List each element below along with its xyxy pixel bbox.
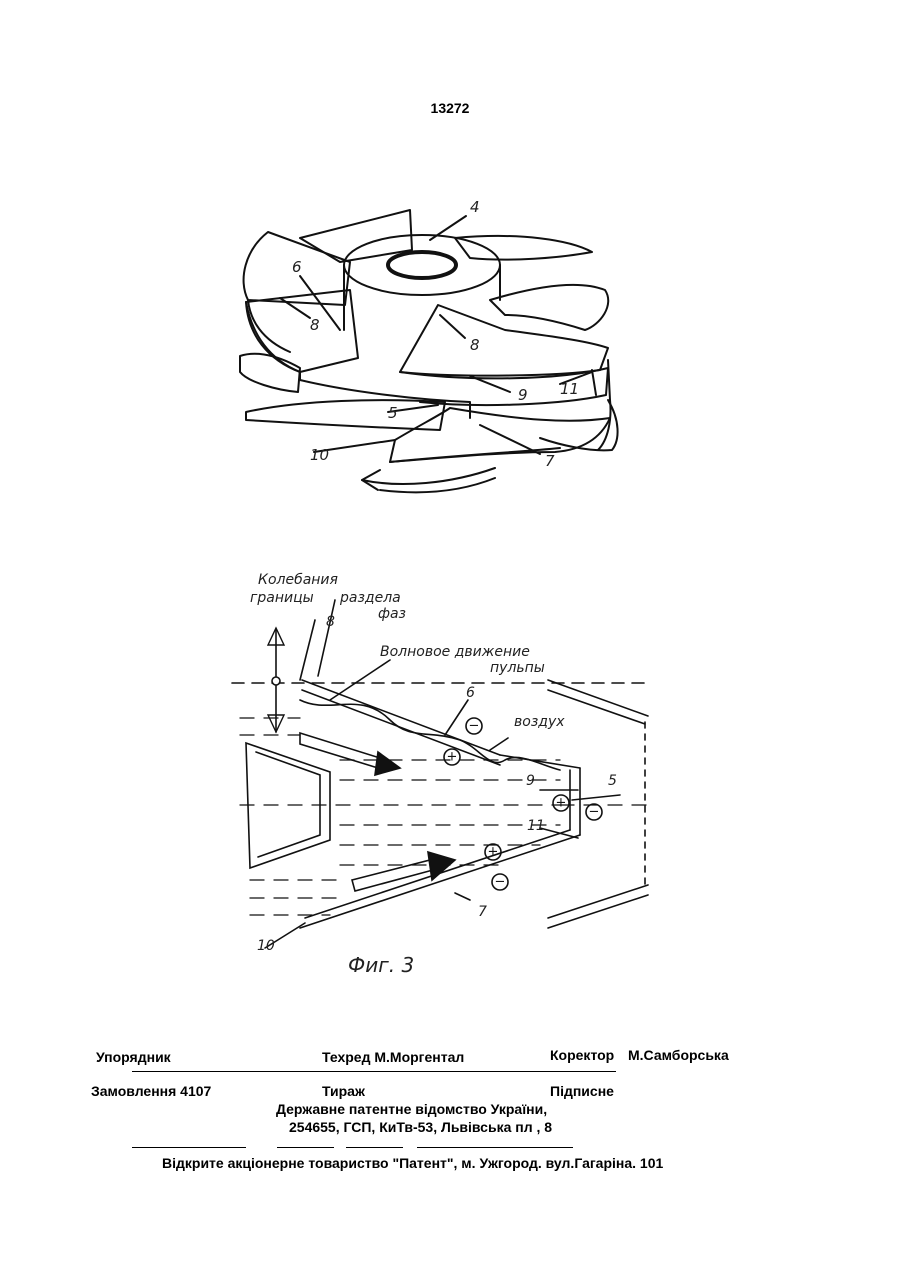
sign-plus-3: + <box>488 845 499 860</box>
annotation-oscillation-3: раздела <box>339 590 401 606</box>
annotation-air: воздух <box>514 714 565 730</box>
office-line-2: 254655, ГСП, КиТв-53, Львівська пл , 8 <box>289 1119 552 1135</box>
figure-caption: Фиг. 3 <box>348 953 414 977</box>
footer-rule-seg-3 <box>346 1147 403 1148</box>
corrector-name: М.Самборська <box>628 1047 729 1063</box>
figure-3-section-drawing: − + + − + − Колебания границы раздела фа… <box>0 0 900 1000</box>
footer-rule-seg-2 <box>277 1147 334 1148</box>
annotation-oscillation-1: Колебания <box>258 572 338 588</box>
footer-rule-top <box>132 1071 616 1072</box>
footer-rule-seg-1 <box>132 1147 246 1148</box>
annotation-wave-2: пульпы <box>490 660 545 676</box>
annotation-oscillation-4: фаз <box>378 606 406 622</box>
sign-minus-3: − <box>495 875 506 890</box>
sign-minus-2: − <box>589 805 600 820</box>
subscription-text: Підписне <box>550 1083 614 1099</box>
sign-plus-2: + <box>556 796 567 811</box>
footer-rule-seg-4 <box>417 1147 573 1148</box>
annotation-oscillation-2: границы <box>250 590 314 606</box>
sign-minus-1: − <box>469 719 480 734</box>
order-text: Замовлення 4107 <box>91 1083 211 1099</box>
number-9: 9 <box>526 773 535 789</box>
number-11: 11 <box>527 818 545 834</box>
number-10: 10 <box>257 938 275 954</box>
number-6: 6 <box>466 685 475 701</box>
office-line-1: Державне патентне відомство України, <box>276 1101 547 1117</box>
number-5: 5 <box>608 773 617 789</box>
number-8: 8 <box>326 614 335 630</box>
number-7: 7 <box>478 904 487 920</box>
circulation-text: Тираж <box>322 1083 365 1099</box>
publisher-text: Відкрите акціонерне товариство "Патент",… <box>162 1155 663 1171</box>
sign-plus-1: + <box>447 750 458 765</box>
corrector-label: Коректор <box>550 1047 614 1063</box>
techred-text: Техред М.Моргентал <box>322 1049 464 1065</box>
compiler-label: Упорядник <box>96 1049 171 1065</box>
annotation-wave-1: Волновое движение <box>380 644 530 660</box>
